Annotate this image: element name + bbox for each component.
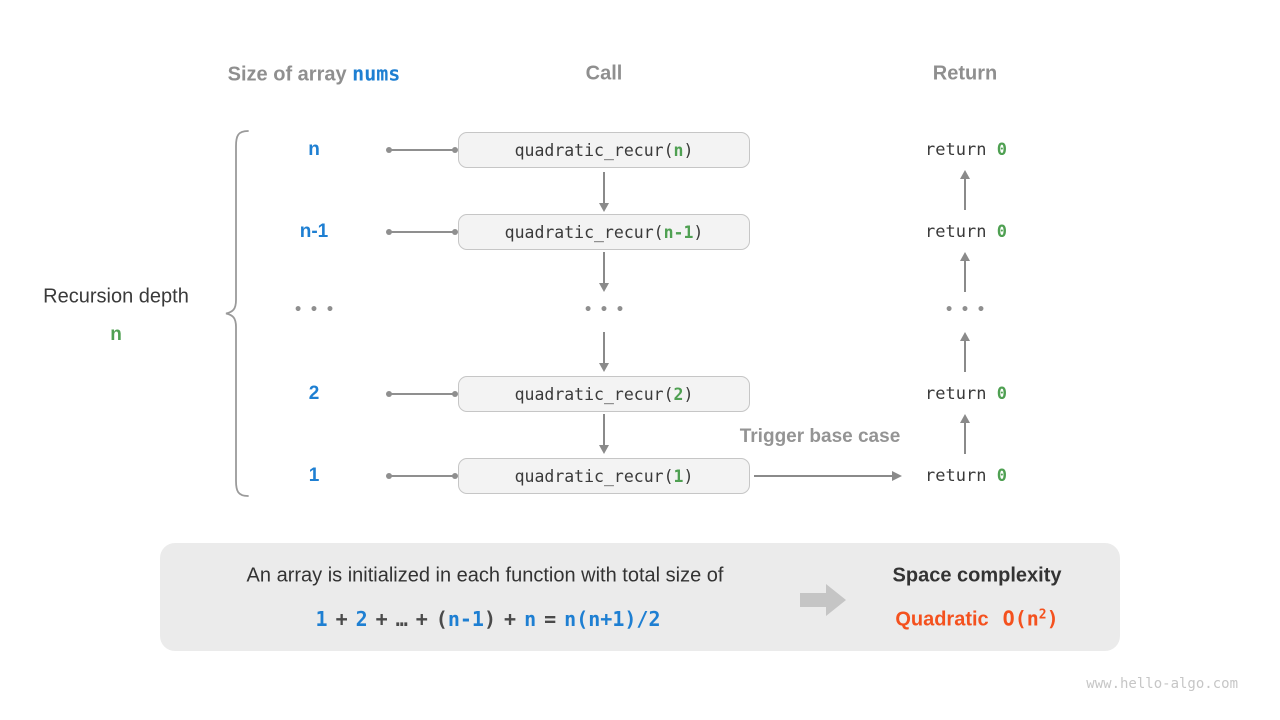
return-value: 0 [996,140,1007,160]
call-arg: 2 [673,384,684,404]
return-value: 0 [996,222,1007,242]
arrow-up-icon [959,252,971,292]
formula-result: n(n+1)/2 [564,607,661,631]
connector-line [386,147,458,153]
recursion-depth-label: Recursion depth [43,285,189,308]
connector-line [386,391,458,397]
call-arg: 1 [673,466,684,486]
formula-operator: + [335,607,348,631]
return-label-2: return 0 [925,384,1007,404]
return-keyword: return [925,384,997,404]
call-arg: n [673,140,684,160]
arrow-down-icon [598,414,610,454]
ellipsis-return-column: ••• [944,302,993,318]
header-return: Return [932,62,998,85]
space-complexity-title: Space complexity [892,564,1062,587]
call-prefix: quadratic_recur( [514,140,674,160]
call-suffix: ) [693,222,704,242]
call-prefix: quadratic_recur( [514,466,674,486]
arrow-up-icon [959,332,971,372]
arrow-down-icon [598,252,610,292]
call-box-2: quadratic_recur(2) [458,376,750,412]
size-label-1: 1 [308,465,320,486]
ellipsis-size-column: ••• [293,302,342,318]
watermark: www.hello-algo.com [1086,676,1238,692]
panel-description: An array is initialized in each function… [246,564,724,587]
formula-operator: + [415,607,428,631]
call-arg: n-1 [663,222,694,242]
header-nums-code: nums [352,61,401,86]
formula-term: 1 [315,607,328,631]
complexity-big-o: O(n2) [1002,606,1059,631]
connector-line [386,229,458,235]
call-prefix: quadratic_recur( [514,384,674,404]
recursion-depth-value: n [110,324,122,345]
complexity-exponent: 2 [1038,607,1047,623]
formula-term: n [524,607,537,631]
return-label-n-1: return 0 [925,222,1007,242]
arrow-up-icon [959,414,971,454]
formula-operator: + [504,607,517,631]
call-box-n-1: quadratic_recur(n-1) [458,214,750,250]
connector-line [386,473,458,479]
return-label-n: return 0 [925,140,1007,160]
return-label-1: return 0 [925,466,1007,486]
ellipsis-call-column: ••• [583,302,632,318]
return-value: 0 [996,384,1007,404]
complexity-value: Quadratic O(n2) [895,607,1058,632]
header-call: Call [585,62,623,85]
return-keyword: return [925,140,997,160]
size-label-n-1: n-1 [299,221,329,242]
trigger-base-case-label: Trigger base case [739,426,901,447]
call-box-1: quadratic_recur(1) [458,458,750,494]
summary-panel: An array is initialized in each function… [160,543,1120,651]
block-arrow-icon [800,584,846,616]
formula-paren: ( [435,607,448,631]
header-size-text: Size of array [227,63,353,86]
formula-paren: ) [483,607,497,631]
size-sum-formula: 1 +2 + … + (n-1) + n = n(n+1)/2 [316,607,661,631]
curly-brace-icon [225,130,249,497]
call-suffix: ) [683,384,694,404]
call-suffix: ) [683,140,694,160]
arrow-right-icon [754,470,902,482]
call-suffix: ) [683,466,694,486]
arrow-down-icon [598,332,610,372]
call-box-n: quadratic_recur(n) [458,132,750,168]
formula-term: n-1 [447,607,484,631]
size-label-n: n [308,139,320,160]
header-size-of-array: Size of array nums [228,62,401,87]
return-value: 0 [996,466,1007,486]
size-label-2: 2 [308,383,320,404]
formula-term: 2 [355,607,368,631]
call-prefix: quadratic_recur( [504,222,664,242]
return-keyword: return [925,466,997,486]
arrow-up-icon [959,170,971,210]
complexity-word: Quadratic [895,608,989,631]
arrow-down-icon [598,172,610,212]
formula-operator: + [375,607,388,631]
formula-ellipsis: … [395,607,408,631]
return-keyword: return [925,222,997,242]
formula-equals: = [544,607,557,631]
